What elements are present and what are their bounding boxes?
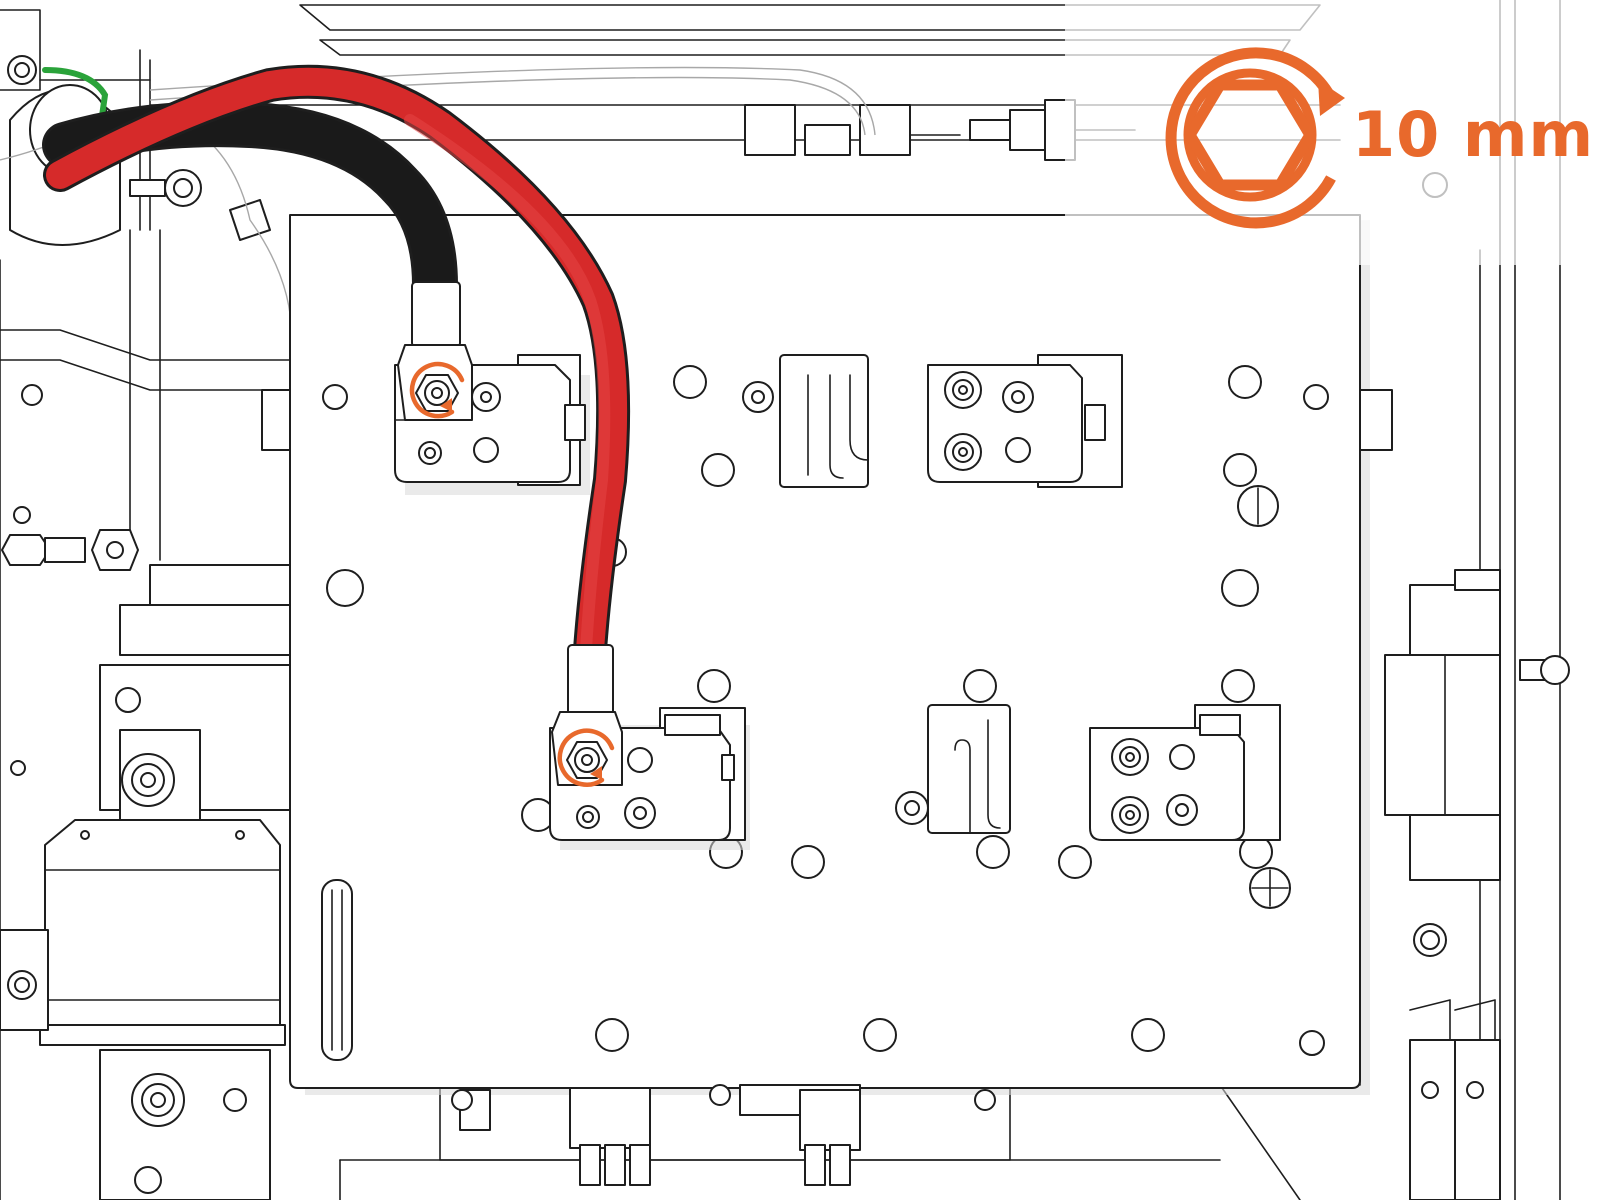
positive-cable bbox=[46, 67, 628, 664]
left-component-stack bbox=[0, 55, 293, 1201]
ground-cable bbox=[42, 67, 109, 133]
lug-nut-top bbox=[415, 374, 459, 412]
cables bbox=[42, 64, 631, 786]
terminal-top-middle bbox=[742, 354, 869, 488]
top-connector-strip bbox=[149, 66, 1136, 161]
terminal-bottom-right bbox=[1089, 704, 1281, 841]
positive-cable-ferrule bbox=[567, 644, 614, 718]
tool-callout-backdrop bbox=[1065, 0, 1600, 265]
hex-socket-rotation-icon bbox=[1165, 47, 1345, 229]
terminal-bottom-middle bbox=[895, 704, 1011, 834]
bottom-connectors bbox=[451, 1084, 996, 1186]
terminal-top-right bbox=[927, 354, 1123, 488]
positive-cable-highlight bbox=[404, 114, 611, 656]
negative-cable-ferrule bbox=[411, 281, 461, 348]
rotation-arrow-icon bbox=[409, 361, 465, 419]
lug-nut-bottom bbox=[566, 741, 608, 779]
tool-size-label: 10 mm bbox=[1352, 98, 1595, 171]
rotation-arrow-icon bbox=[557, 728, 615, 787]
standoff-posts bbox=[326, 365, 1291, 1052]
